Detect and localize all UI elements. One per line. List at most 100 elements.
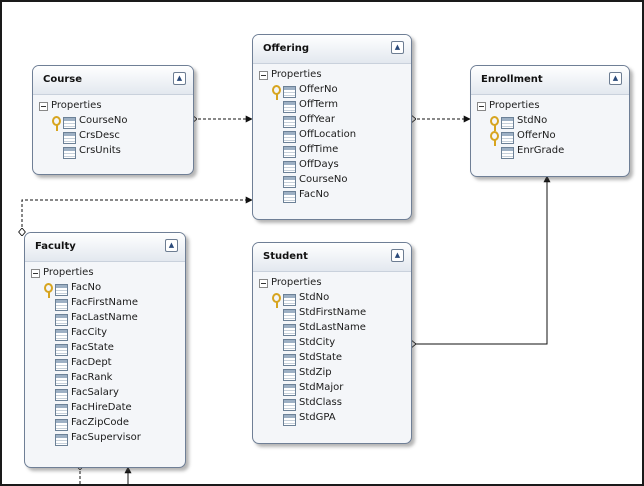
property-row[interactable]: StdState [253,352,411,367]
properties-section-header[interactable]: Properties [25,266,185,282]
connector-student-enrollment[interactable] [412,176,547,344]
property-label: FacCity [71,327,108,338]
properties-section-header[interactable]: Properties [33,99,193,115]
property-row[interactable]: CrsUnits [33,145,193,160]
minus-box-icon[interactable] [39,102,48,111]
property-label: FacNo [299,189,330,200]
property-row[interactable]: OffDays [253,159,411,174]
entity-header[interactable]: Student ▲ [253,243,411,272]
property-row[interactable]: FacHireDate [25,402,185,417]
minus-box-icon[interactable] [259,71,268,80]
property-icon [55,434,68,446]
properties-section-header[interactable]: Properties [253,276,411,292]
property-icon [501,117,514,129]
property-icon [283,131,296,143]
connector-faculty-offering[interactable] [22,200,252,232]
section-label: Properties [43,267,94,278]
property-icon [63,147,76,159]
property-icon [283,146,296,158]
minus-box-icon[interactable] [31,269,40,278]
entity-header[interactable]: Faculty ▲ [25,233,185,262]
property-icon [283,86,296,98]
double-chevron-up-icon[interactable]: ▲ [173,72,186,85]
property-row[interactable]: FacZipCode [25,417,185,432]
property-row[interactable]: FacRank [25,372,185,387]
property-icon [55,404,68,416]
entity-header[interactable]: Enrollment▲ [471,66,629,95]
entity-title: Course [43,74,82,85]
property-row[interactable]: FacSalary [25,387,185,402]
property-row[interactable]: StdClass [253,397,411,412]
property-row[interactable]: OfferNo [471,130,629,146]
key-icon [490,131,499,146]
entity-header[interactable]: Course ▲ [33,66,193,95]
property-row[interactable]: StdFirstName [253,307,411,322]
property-row[interactable]: CourseNo [33,115,193,131]
minus-box-icon[interactable] [259,279,268,288]
property-icon [55,374,68,386]
property-row[interactable]: StdNo [253,292,411,308]
property-icon [283,191,296,203]
property-icon [283,414,296,426]
property-row[interactable]: FacCity [25,327,185,342]
property-row[interactable]: FacLastName [25,312,185,327]
section-label: Properties [51,100,102,111]
properties-section-header[interactable]: Properties [253,68,411,84]
property-row[interactable]: StdZip [253,367,411,382]
key-icon [272,293,281,308]
property-row[interactable]: FacFirstName [25,297,185,312]
entity-title: Offering [263,43,310,54]
property-label: CrsDesc [79,130,120,141]
property-row[interactable]: StdMajor [253,382,411,397]
property-row[interactable]: EnrGrade [471,145,629,160]
entity-title: Faculty [35,241,76,252]
property-row[interactable]: StdGPA [253,412,411,427]
property-icon [283,354,296,366]
minus-box-icon[interactable] [477,102,486,111]
property-icon [283,369,296,381]
property-icon [501,132,514,144]
property-label: OffTime [299,144,339,155]
property-row[interactable]: OffLocation [253,129,411,144]
entity-title: Student [263,251,308,262]
property-label: FacDept [71,357,112,368]
property-label: CourseNo [299,174,348,185]
property-row[interactable]: OffTerm [253,99,411,114]
property-label: FacFirstName [71,297,139,308]
property-row[interactable]: StdNo [471,115,629,131]
property-icon [55,389,68,401]
property-row[interactable]: CrsDesc [33,130,193,145]
property-row[interactable]: FacState [25,342,185,357]
property-row[interactable]: StdLastName [253,322,411,337]
double-chevron-up-icon[interactable]: ▲ [391,41,404,54]
property-row[interactable]: FacDept [25,357,185,372]
property-row[interactable]: FacNo [25,282,185,298]
property-row[interactable]: OffTime [253,144,411,159]
double-chevron-up-icon[interactable]: ▲ [391,249,404,262]
property-label: FacHireDate [71,402,132,413]
double-chevron-up-icon[interactable]: ▲ [609,72,622,85]
property-icon [283,339,296,351]
property-label: OffTerm [299,99,338,110]
property-row[interactable]: OffYear [253,114,411,129]
property-row[interactable]: StdCity [253,337,411,352]
property-row[interactable]: FacSupervisor [25,432,185,447]
entity-header[interactable]: Offering ▲ [253,35,411,64]
property-icon [55,419,68,431]
property-row[interactable]: CourseNo [253,174,411,189]
properties-section-header[interactable]: Properties [471,99,629,115]
property-label: FacRank [71,372,113,383]
double-chevron-up-icon[interactable]: ▲ [165,239,178,252]
property-row[interactable]: FacNo [253,189,411,204]
property-icon [63,117,76,129]
property-icon [283,324,296,336]
property-row[interactable]: OfferNo [253,84,411,100]
property-label: StdState [299,352,343,363]
